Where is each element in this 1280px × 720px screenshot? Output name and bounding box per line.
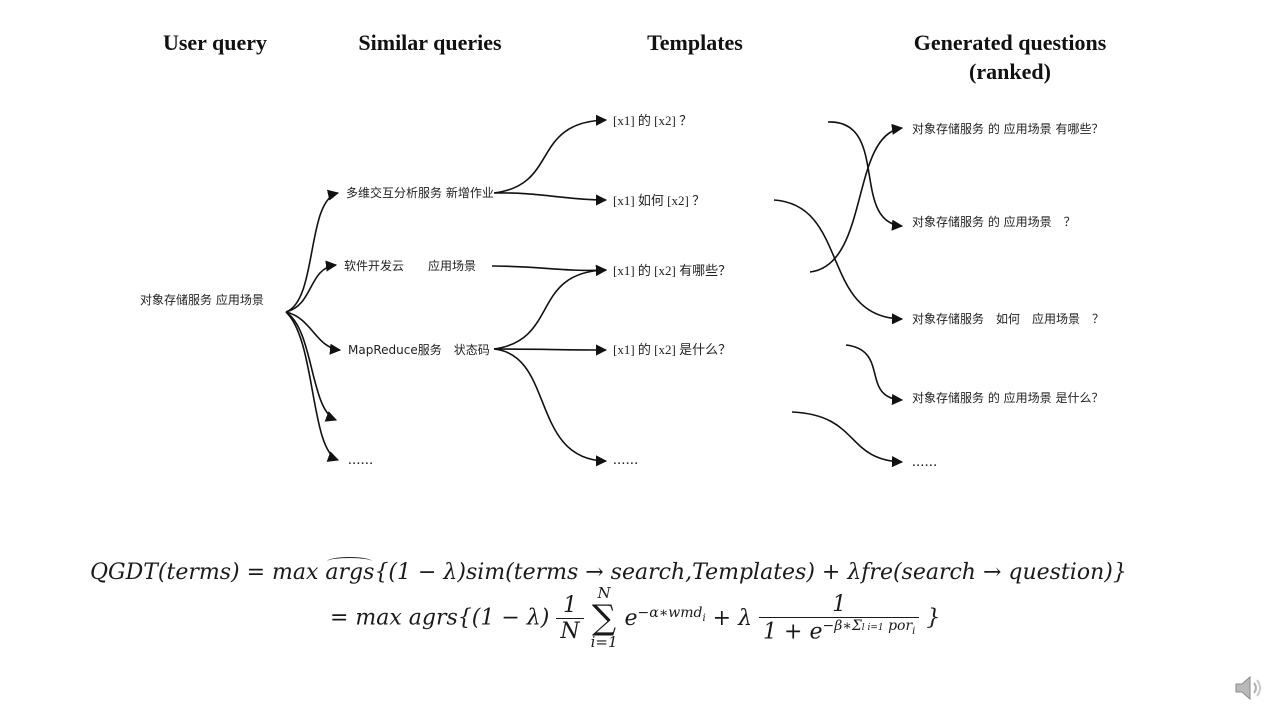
template-3: [x1] 的 [x2] 有哪些？ (613, 263, 732, 278)
arrow-sq1-to-t2 (493, 192, 608, 206)
arrow-uq-to-blank (285, 311, 338, 422)
generated-question-2: 对象存储服务 的 应用场景 ？ (912, 215, 1076, 229)
frac2-denominator: 1 + e−β∗Σl i=1 pori (763, 617, 916, 645)
frac1-denominator: N (560, 618, 580, 644)
header-user-query: User query (162, 30, 268, 55)
speaker-icon[interactable] (1232, 672, 1264, 704)
template-2: [x1] 如何 [x2] ？ (613, 193, 706, 208)
generated-question-dots: ...... (912, 454, 938, 470)
arrow-sq3-to-t4 (493, 344, 608, 356)
similar-query-3: MapReduce服务 状态码 (348, 343, 490, 357)
plus-lambda: + λ (705, 606, 753, 632)
header-templates: Templates (647, 30, 743, 55)
arrow-sq1-to-t1 (493, 114, 608, 194)
arrow-t4-to-g4 (845, 344, 904, 406)
arrow-sq3-to-t-dots (493, 348, 608, 467)
header-similar-queries: Similar queries (358, 30, 502, 55)
template-4: [x1] 的 [x2] 是什么？ (613, 342, 732, 357)
exp-base: e (624, 606, 638, 632)
arrow-uq-to-sq2 (285, 260, 338, 313)
frac2-exp-sub: i (912, 625, 916, 637)
exp-power: −α∗wmdi (637, 604, 706, 624)
formula-args-hat: args (325, 557, 375, 585)
arrow-sq3-to-t3 (493, 264, 608, 350)
arrow-sq2-to-t3 (491, 264, 608, 277)
exp-power-sub: i (702, 612, 706, 624)
arrow-uq-to-sq1 (285, 189, 340, 313)
generated-question-4: 对象存储服务 的 应用场景 是什么？ (912, 391, 1104, 405)
generated-question-3: 对象存储服务 如何 应用场景 ？ (912, 312, 1105, 326)
sum-lower-limit: i=1 (590, 633, 618, 651)
similar-query-dots: ...... (348, 452, 374, 468)
template-1: [x1] 的 [x2] ？ (613, 113, 693, 128)
formula-fraction-1: 1 N (556, 593, 584, 644)
similar-query-1: 多维交互分析服务 新增作业 (346, 186, 494, 200)
generated-question-1: 对象存储服务 的 应用场景 有哪些？ (912, 122, 1104, 136)
arrow-uq-to-sq-dots (285, 311, 340, 462)
arrow-t1-to-g2 (827, 121, 904, 231)
header-generated-line2: (ranked) (969, 59, 1051, 84)
similar-query-2: 软件开发云 应用场景 (344, 259, 477, 273)
arrow-t2-to-g3 (773, 199, 904, 325)
frac2-exp: −β∗Σl i=1 pori (822, 617, 916, 637)
arrow-uq-to-sq3 (285, 311, 342, 355)
arrow-t3-to-g1 (809, 123, 904, 273)
formula-lhs: QGDT(terms) = max (90, 560, 319, 585)
formula-line2-lead: = max agrs{(1 − λ) (330, 605, 550, 631)
frac2-sum-limits: l i=1 (861, 622, 884, 633)
formula-close-brace: } (926, 605, 941, 631)
summation-symbol: N ∑ i=1 (591, 586, 618, 650)
formula-fraction-2: 1 1 + e−β∗Σl i=1 pori (759, 592, 920, 645)
formula-line-1: QGDT(terms) = max args{(1 − λ)sim(terms … (90, 557, 1127, 585)
sum-upper-limit: N (597, 584, 611, 602)
formula-line-2: = max agrs{(1 − λ) 1 N N ∑ i=1 e−α∗wmdi … (330, 586, 940, 650)
arrow-tdots-to-gdots (791, 411, 904, 468)
sigma-glyph: ∑ (591, 598, 617, 638)
header-generated-questions: Generated questions (ranked) (890, 28, 1130, 86)
formula-line1-rest: {(1 − λ)sim(terms → search,Templates) + … (374, 560, 1127, 585)
user-query-node: 对象存储服务 应用场景 (140, 293, 264, 307)
frac2-numerator: 1 (759, 592, 920, 618)
frac1-numerator: 1 (556, 593, 584, 619)
template-dots: ...... (613, 452, 639, 468)
header-generated-line1: Generated questions (913, 30, 1107, 55)
